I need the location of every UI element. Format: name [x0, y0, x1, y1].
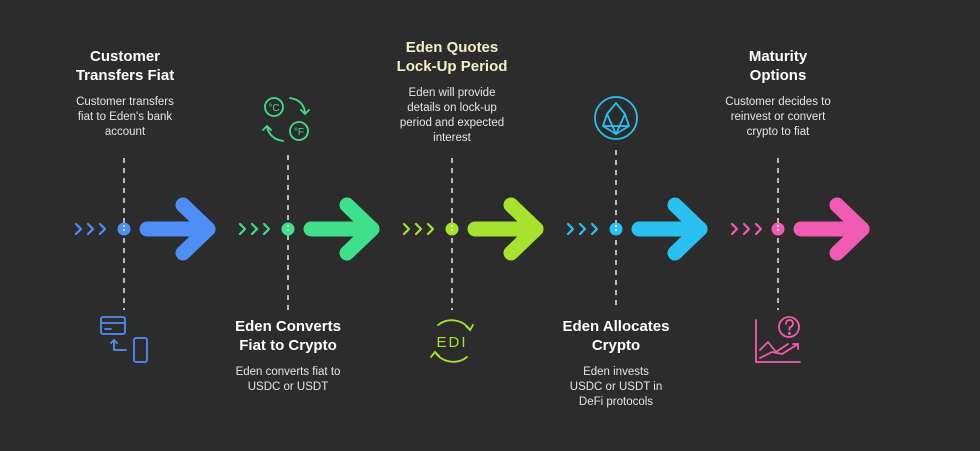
step-1-title: Customer Transfers Fiat	[75, 48, 175, 84]
step-3-description: Eden will provide details on lock-up per…	[399, 87, 505, 144]
step-2-title: Eden Converts Fiat to Crypto	[235, 318, 341, 354]
growth-question-chart-icon	[755, 316, 801, 363]
step-3-title: Eden Quotes Lock-Up Period	[396, 39, 508, 75]
step-4-title: Eden Allocates Crypto	[562, 318, 670, 354]
step-1-text: Customer Transfers Fiat Customer transfe…	[55, 47, 195, 140]
fahrenheit-label: °F	[294, 127, 304, 138]
step-5-description: Customer decides to reinvest or convert …	[725, 96, 831, 138]
currency-exchange-icon: °C °F	[262, 97, 310, 142]
step-5	[730, 158, 870, 363]
step-5-chevrons	[730, 222, 763, 236]
edi-token-icon: EDI	[430, 319, 474, 363]
step-1-description: Customer transfers fiat to Eden's bank a…	[76, 96, 174, 138]
step-1-arrow	[139, 197, 216, 261]
step-3-text: Eden Quotes Lock-Up Period Eden will pro…	[382, 38, 522, 146]
step-4	[566, 96, 708, 310]
step-4-chevrons	[566, 222, 599, 236]
celsius-label: °C	[268, 103, 279, 114]
edi-label: EDI	[436, 334, 467, 351]
step-5-text: Maturity Options Customer decides to rei…	[708, 47, 848, 140]
step-2-description: Eden converts fiat to USDC or USDT	[235, 366, 341, 393]
step-1-chevrons	[74, 222, 107, 236]
step-3-chevrons	[402, 222, 435, 236]
card-to-phone-icon	[100, 316, 148, 363]
step-5-title: Maturity Options	[748, 48, 808, 84]
eos-logo-icon	[594, 96, 638, 140]
step-1	[74, 158, 216, 363]
step-2: °C °F	[238, 97, 380, 310]
step-2-chevrons	[238, 222, 271, 236]
step-4-description: Eden invests USDC or USDT in DeFi protoc…	[569, 366, 663, 408]
step-3: EDI	[402, 158, 544, 363]
step-4-text: Eden Allocates Crypto Eden invests USDC …	[546, 317, 686, 410]
step-3-arrow	[467, 197, 544, 261]
step-5-arrow	[793, 197, 870, 261]
step-4-arrow	[631, 197, 708, 261]
step-2-text: Eden Converts Fiat to Crypto Eden conver…	[218, 317, 358, 395]
step-2-arrow	[303, 197, 380, 261]
